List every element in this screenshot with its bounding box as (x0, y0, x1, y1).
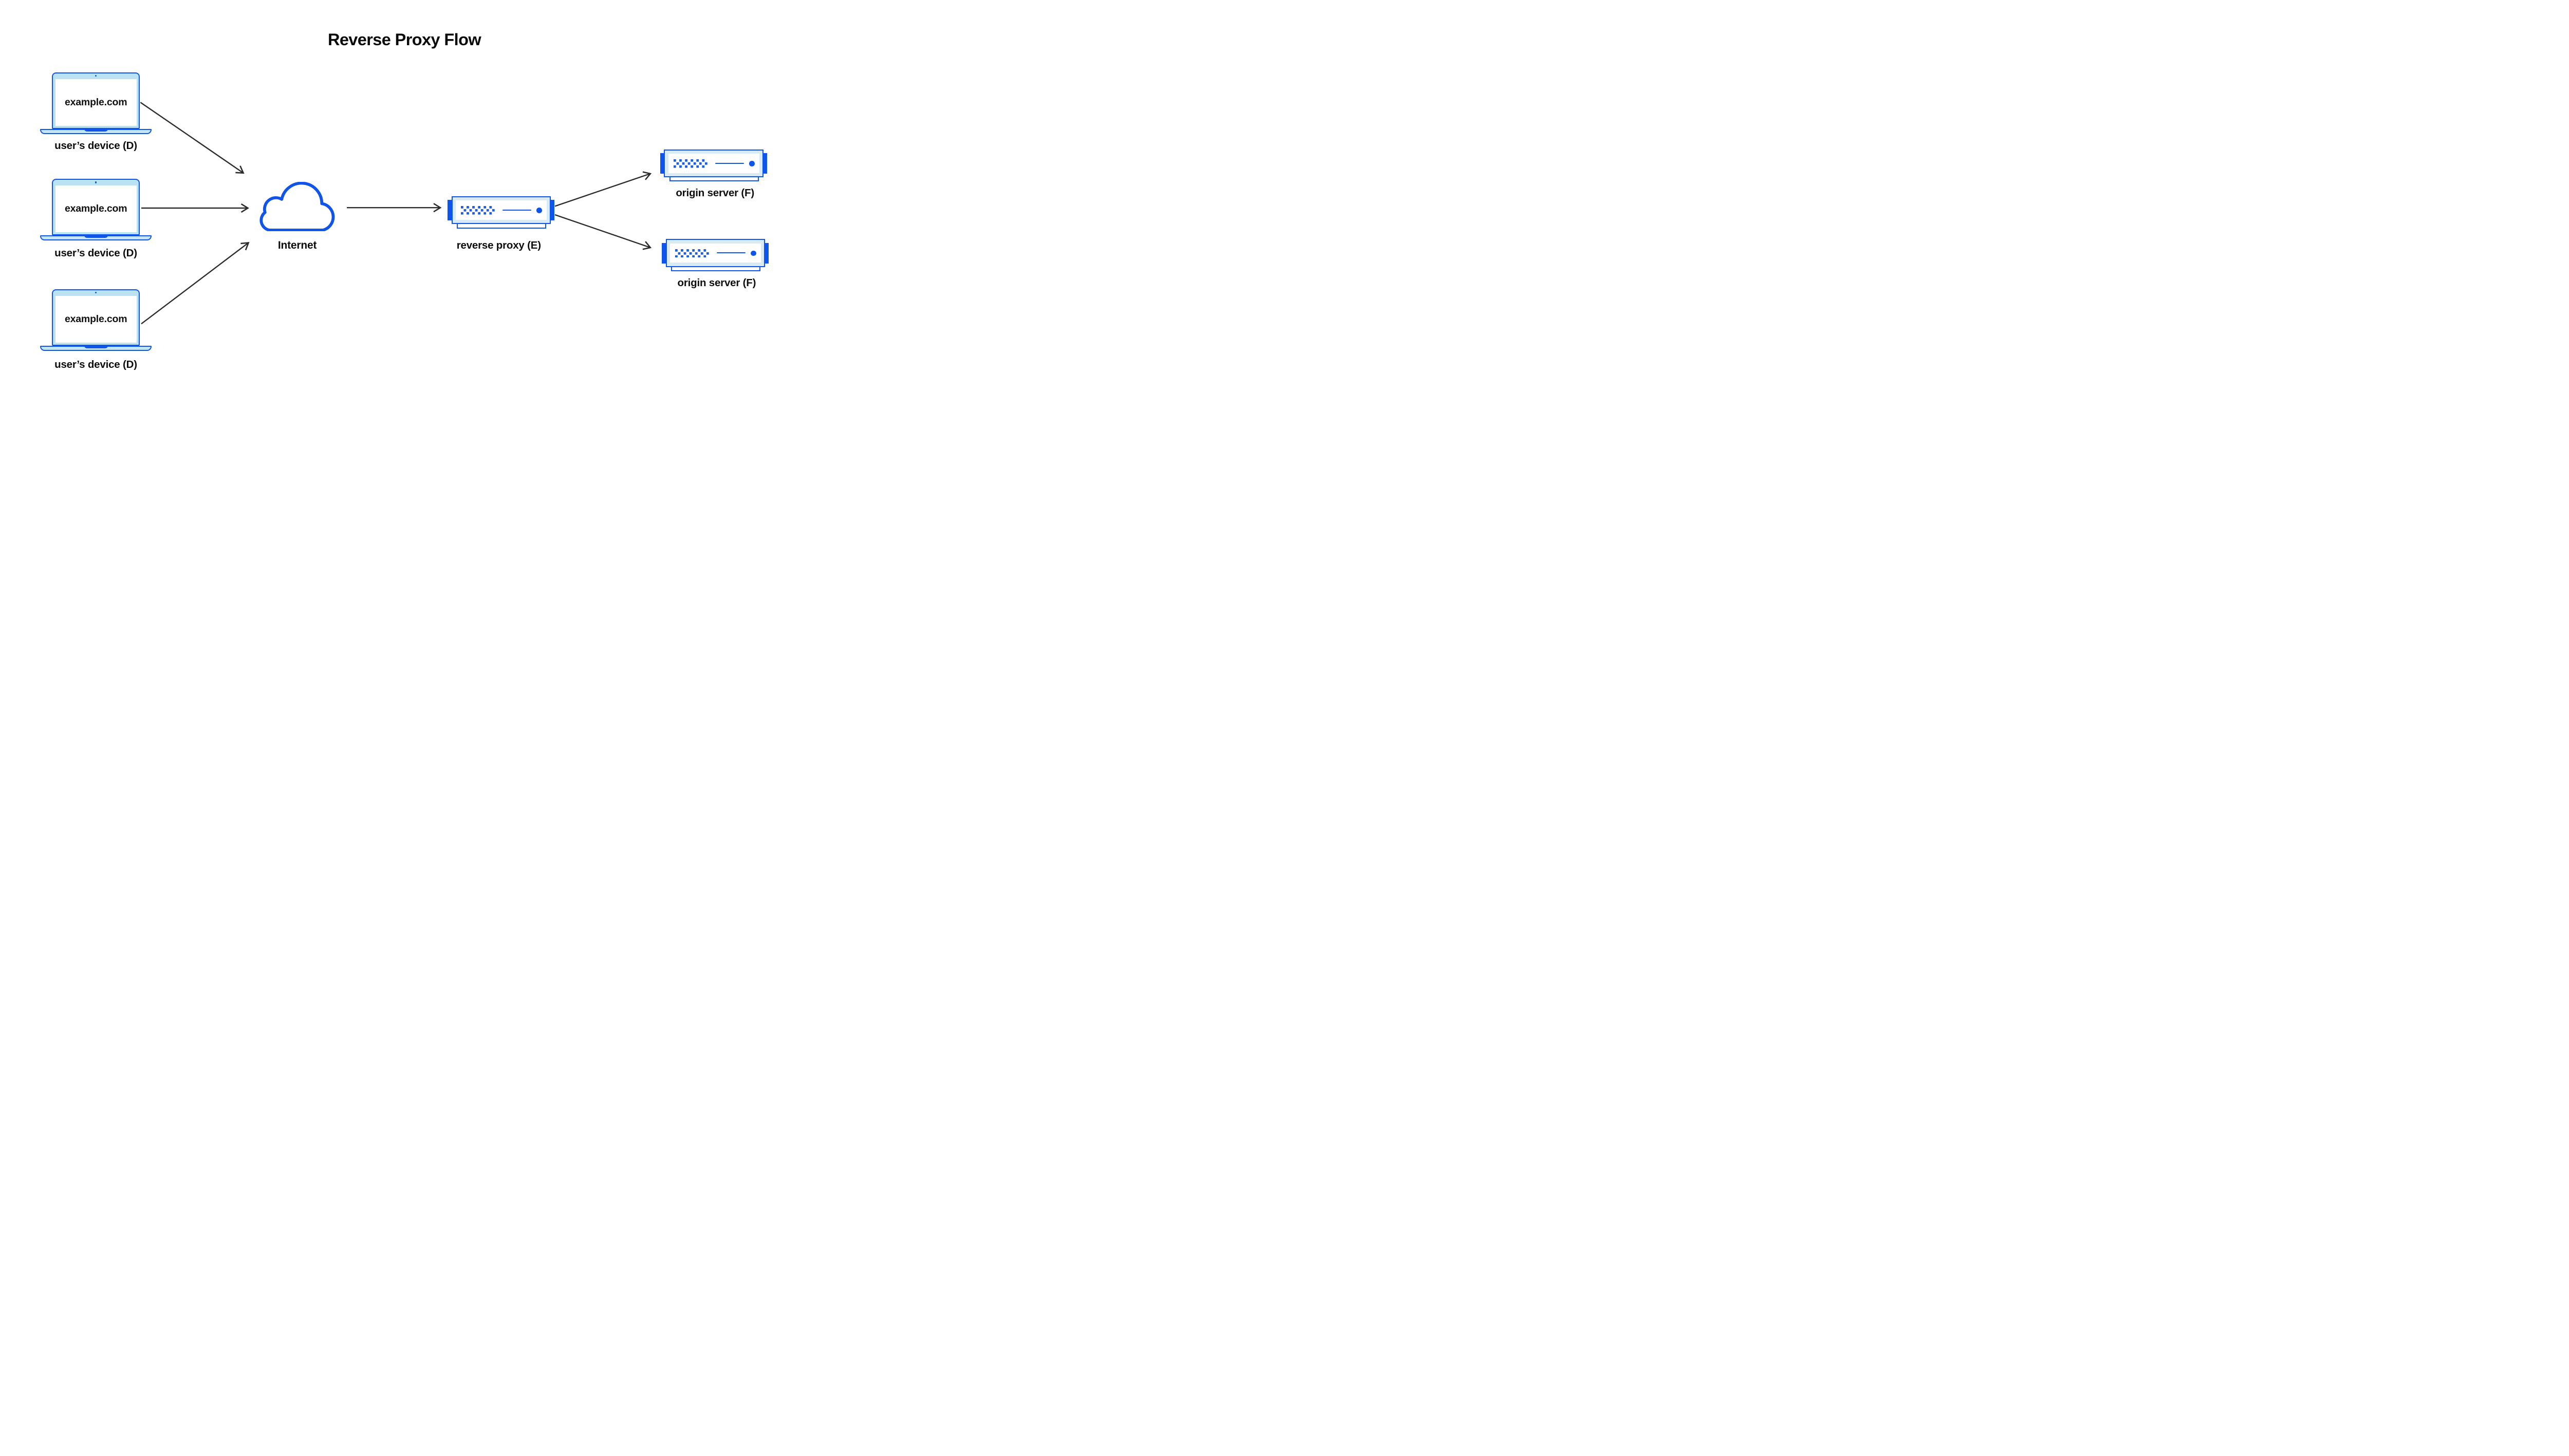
server-slot-line (717, 252, 746, 254)
user-device-1: example.com (40, 72, 152, 135)
server-vent-dots-icon (673, 159, 708, 168)
page-title: Reverse Proxy Flow (327, 30, 481, 49)
user-device-3-label: user’s device (D) (54, 359, 137, 370)
arrow-proxy-to-origin1 (554, 171, 652, 207)
reverse-proxy-label: reverse proxy (E) (456, 239, 541, 251)
server-slot-line (502, 209, 531, 211)
camera-dot-icon (95, 291, 97, 294)
cloud-icon (259, 181, 335, 232)
server-power-dot-icon (749, 161, 755, 166)
screen-url-text: example.com (65, 203, 127, 215)
server-side-tab (660, 153, 664, 174)
server-slot-line (715, 162, 744, 164)
server-side-tab (551, 200, 555, 221)
server-vent-dots-icon (675, 249, 709, 258)
laptop-notch (84, 128, 108, 132)
user-device-2-label: user’s device (D) (54, 247, 137, 259)
screen-url-text: example.com (65, 96, 127, 108)
laptop-notch (84, 235, 108, 238)
server-side-tab (448, 200, 452, 221)
server-side-tab (662, 242, 666, 264)
origin-server-1-label: origin server (F) (676, 186, 755, 199)
camera-dot-icon (95, 181, 97, 183)
diagram-canvas: Reverse Proxy Flow example.com user’s de… (0, 0, 809, 404)
origin-server-2-label: origin server (F) (677, 277, 756, 289)
arrow-device1-to-internet (140, 102, 245, 174)
reverse-proxy-node (448, 196, 555, 230)
server-icon (451, 196, 551, 225)
camera-dot-icon (95, 74, 97, 77)
server-side-tab (765, 242, 769, 264)
laptop-notch (84, 345, 108, 348)
user-device-1-label: user’s device (D) (54, 140, 137, 152)
origin-server-1-node (660, 149, 768, 183)
server-side-tab (763, 153, 768, 174)
user-device-2: example.com (40, 178, 152, 241)
server-icon (664, 149, 764, 178)
server-power-dot-icon (751, 250, 757, 256)
server-icon (665, 239, 766, 267)
laptop-screen: example.com (55, 185, 137, 233)
laptop-screen: example.com (55, 79, 137, 126)
user-device-3: example.com (40, 289, 152, 352)
laptop-screen: example.com (55, 295, 137, 343)
origin-server-2-node (662, 239, 769, 273)
arrow-proxy-to-origin2 (554, 214, 652, 250)
screen-url-text: example.com (65, 313, 127, 325)
server-vent-dots-icon (460, 206, 495, 215)
server-power-dot-icon (536, 208, 542, 213)
internet-label: Internet (277, 239, 317, 251)
